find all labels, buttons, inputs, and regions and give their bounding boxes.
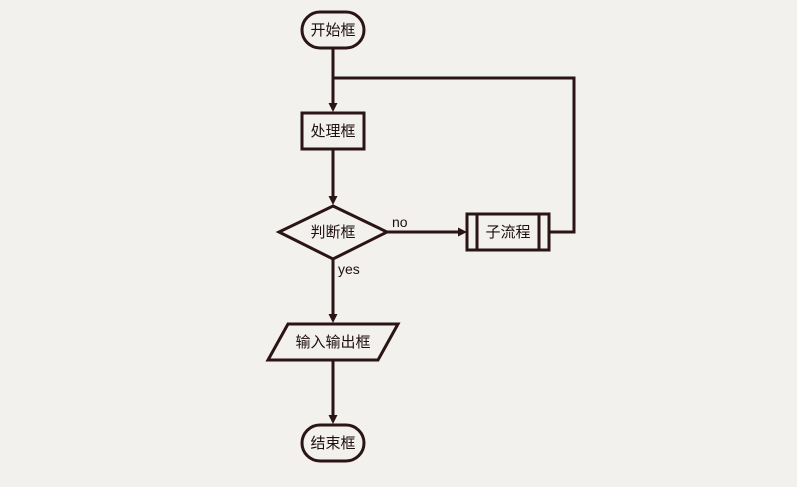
subprocess-box-shape bbox=[465, 212, 551, 252]
edge-label-yes: yes bbox=[338, 261, 360, 277]
end-terminal-shape bbox=[300, 423, 366, 463]
node-io[interactable]: 输入输出框 bbox=[265, 322, 401, 362]
arrowhead-decision-to-subprocess bbox=[458, 227, 467, 237]
node-end[interactable]: 结束框 bbox=[300, 423, 366, 463]
end-label: 结束框 bbox=[310, 434, 355, 452]
edge-label-no: no bbox=[392, 214, 408, 230]
io-label: 输入输出框 bbox=[295, 333, 370, 351]
node-decision[interactable]: 判断框 bbox=[275, 204, 391, 261]
io-parallelogram-shape bbox=[265, 322, 401, 362]
process-label: 处理框 bbox=[310, 122, 355, 140]
process-box-shape bbox=[300, 111, 366, 151]
connectors bbox=[328, 48, 576, 424]
decision-label: 判断框 bbox=[310, 223, 355, 241]
node-start[interactable]: 开始框 bbox=[300, 10, 366, 50]
decision-diamond-shape bbox=[275, 204, 391, 261]
arrowhead-start-to-process bbox=[328, 103, 338, 112]
node-process[interactable]: 处理框 bbox=[300, 111, 366, 151]
start-terminal-shape bbox=[300, 10, 366, 50]
node-subprocess[interactable]: 子流程 bbox=[465, 212, 551, 252]
arrowhead-io-to-end bbox=[328, 415, 338, 424]
start-label: 开始框 bbox=[310, 21, 355, 39]
subprocess-label: 子流程 bbox=[485, 223, 530, 241]
edge-subprocess-loop-back bbox=[333, 76, 576, 234]
arrowhead-decision-to-io bbox=[328, 314, 338, 323]
arrowhead-process-to-decision bbox=[328, 196, 338, 205]
